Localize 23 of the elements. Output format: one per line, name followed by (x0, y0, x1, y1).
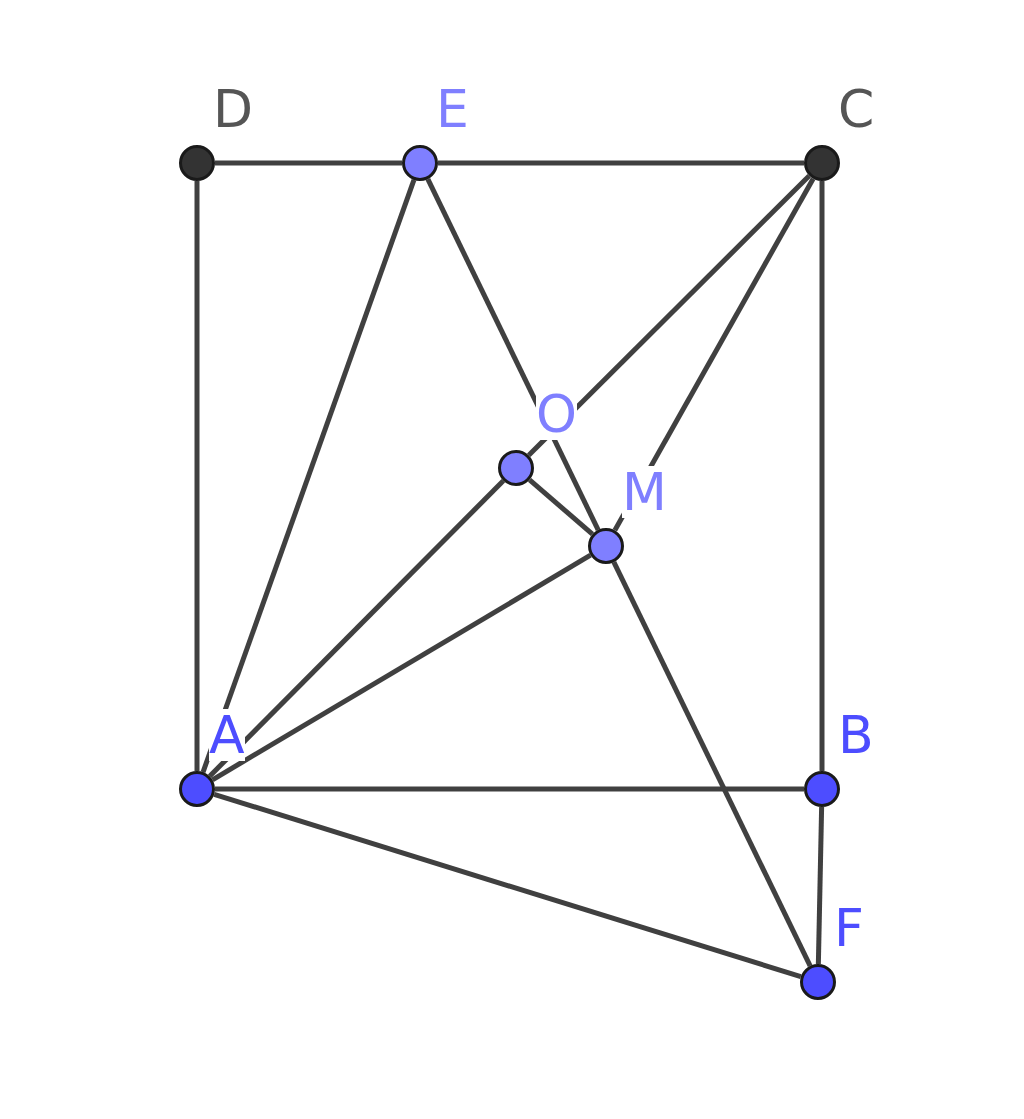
point (179, 145, 215, 181)
line-segment (819, 181, 825, 771)
line-segment (207, 479, 506, 778)
point (402, 145, 438, 181)
point (804, 771, 840, 807)
point (498, 450, 534, 486)
point (588, 528, 624, 564)
line-segment (200, 179, 417, 773)
point (804, 145, 840, 181)
line-segment (213, 791, 802, 980)
line-segment (438, 160, 804, 166)
line-segment (194, 181, 200, 771)
line-segment (215, 160, 402, 166)
line-segment (215, 786, 804, 792)
line-segment (527, 173, 811, 458)
point (179, 771, 215, 807)
line-segment (211, 553, 592, 782)
line-segment (425, 178, 601, 531)
point (800, 964, 836, 1000)
line-segment (611, 561, 813, 967)
line-segment (815, 806, 825, 965)
point-label: A (209, 709, 245, 761)
line-segment (527, 477, 595, 537)
